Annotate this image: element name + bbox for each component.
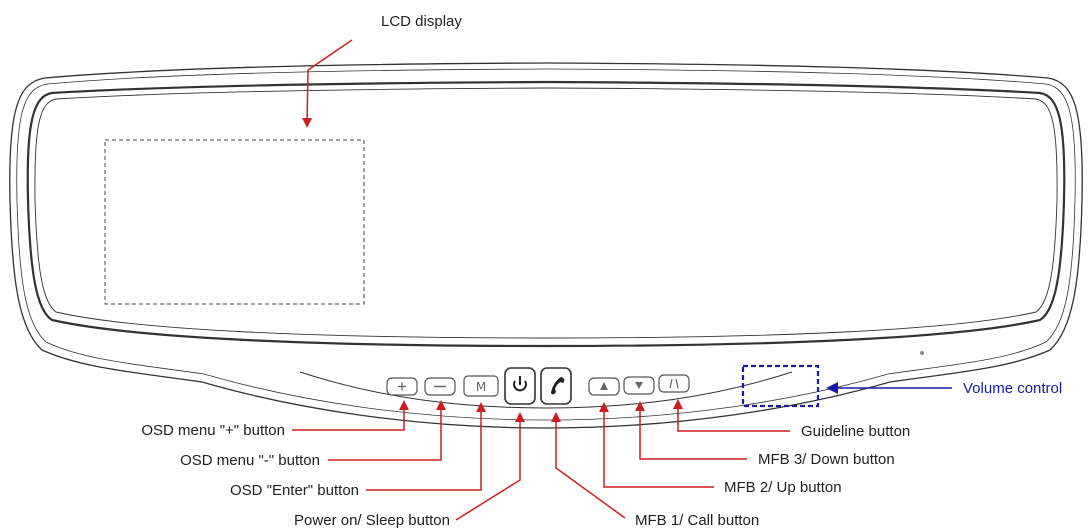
housing-outer-outline xyxy=(9,62,1083,429)
guideline-button[interactable] xyxy=(658,374,690,393)
mirror-glass-outline xyxy=(26,80,1066,348)
mirror-glass-inner-outline xyxy=(34,87,1058,339)
osd-minus-label: OSD menu "-" button xyxy=(180,452,320,469)
leader-osd-plus xyxy=(292,400,409,431)
sensor-dot xyxy=(920,351,924,355)
button-strip-curve xyxy=(299,371,793,409)
triangle-down-icon xyxy=(635,382,643,389)
power-icon xyxy=(513,376,527,392)
osd-plus-button[interactable] xyxy=(386,377,418,396)
power-sleep-label: Power on/ Sleep button xyxy=(294,512,450,529)
power-sleep-button[interactable] xyxy=(504,367,536,405)
leader-mfb1 xyxy=(551,412,626,519)
volume-control-label: Volume control xyxy=(963,380,1062,397)
osd-enter-button[interactable]: M xyxy=(463,375,499,397)
leader-mfb3 xyxy=(635,401,747,460)
osd-plus-label: OSD menu "+" button xyxy=(141,422,285,439)
osd-enter-label: OSD "Enter" button xyxy=(230,482,359,499)
mirror-housing xyxy=(9,62,1083,429)
leader-lines xyxy=(292,39,790,521)
leader-mfb2 xyxy=(599,402,714,488)
lcd-display-area xyxy=(104,139,365,305)
housing-outer-outline-2 xyxy=(16,68,1076,421)
guideline-button-label: Guideline button xyxy=(801,423,910,440)
phone-icon xyxy=(551,377,565,395)
plus-icon xyxy=(398,382,406,391)
mfb2-up-label: MFB 2/ Up button xyxy=(724,479,842,496)
triangle-up-icon xyxy=(600,382,608,390)
leader-power xyxy=(455,412,525,521)
button-row: M xyxy=(386,367,690,405)
guideline-icon xyxy=(669,378,679,389)
lcd-display-label: LCD display xyxy=(381,13,462,30)
volume-control-area xyxy=(741,364,820,408)
mfb3-down-label: MFB 3/ Down button xyxy=(758,451,895,468)
leader-lcd xyxy=(302,39,353,128)
leader-osd-minus xyxy=(328,400,446,461)
mfb1-call-label: MFB 1/ Call button xyxy=(635,512,759,529)
osd-minus-button[interactable] xyxy=(424,377,456,396)
enter-glyph: M xyxy=(476,380,486,394)
mfb2-up-button[interactable] xyxy=(588,377,620,396)
leader-guideline xyxy=(673,399,790,432)
mfb1-call-button[interactable] xyxy=(540,367,572,405)
leader-osd-enter xyxy=(366,402,486,491)
mfb3-down-button[interactable] xyxy=(623,376,655,395)
